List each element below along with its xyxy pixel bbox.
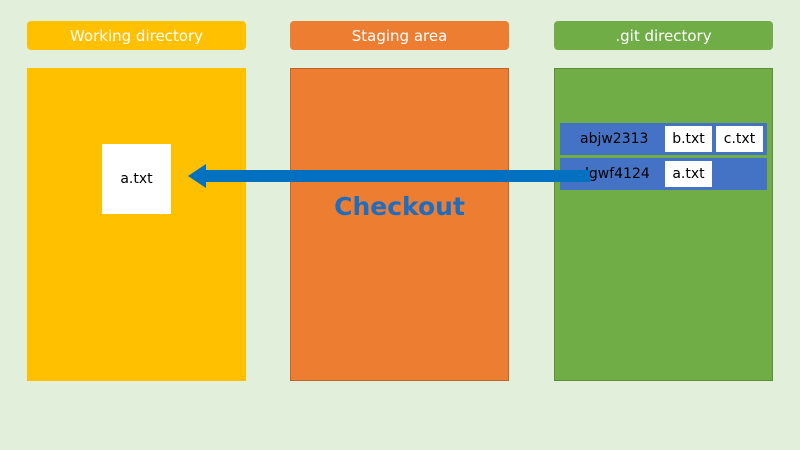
commit-row-1: abjw2313 b.txt c.txt bbox=[560, 123, 767, 155]
git-directory-header: .git directory bbox=[554, 21, 773, 50]
commit-row-2: dgwf4124 a.txt bbox=[560, 158, 767, 190]
checkout-label: Checkout bbox=[290, 186, 509, 226]
commit-2-file-1: a.txt bbox=[665, 161, 712, 187]
commit-hash-1: abjw2313 bbox=[580, 131, 649, 147]
commit-hash-2: dgwf4124 bbox=[580, 166, 650, 182]
working-directory-panel: a.txt bbox=[27, 68, 246, 381]
working-directory-header: Working directory bbox=[27, 21, 246, 50]
commit-1-file-1-name: b.txt bbox=[672, 131, 705, 147]
commit-1-file-1: b.txt bbox=[665, 126, 712, 152]
working-file-box: a.txt bbox=[102, 144, 171, 214]
working-file-name: a.txt bbox=[120, 171, 153, 187]
commit-2-file-1-name: a.txt bbox=[672, 166, 705, 182]
staging-area-header: Staging area bbox=[290, 21, 509, 50]
commit-1-file-2-name: c.txt bbox=[723, 131, 756, 147]
staging-area-title: Staging area bbox=[351, 26, 448, 45]
commit-1-file-2: c.txt bbox=[716, 126, 763, 152]
git-directory-title: .git directory bbox=[615, 26, 712, 45]
git-directory-panel: abjw2313 b.txt c.txt dgwf4124 a.txt bbox=[554, 68, 773, 381]
checkout-label-text: Checkout bbox=[334, 191, 465, 221]
working-directory-title: Working directory bbox=[69, 26, 204, 45]
staging-area-panel bbox=[290, 68, 509, 381]
